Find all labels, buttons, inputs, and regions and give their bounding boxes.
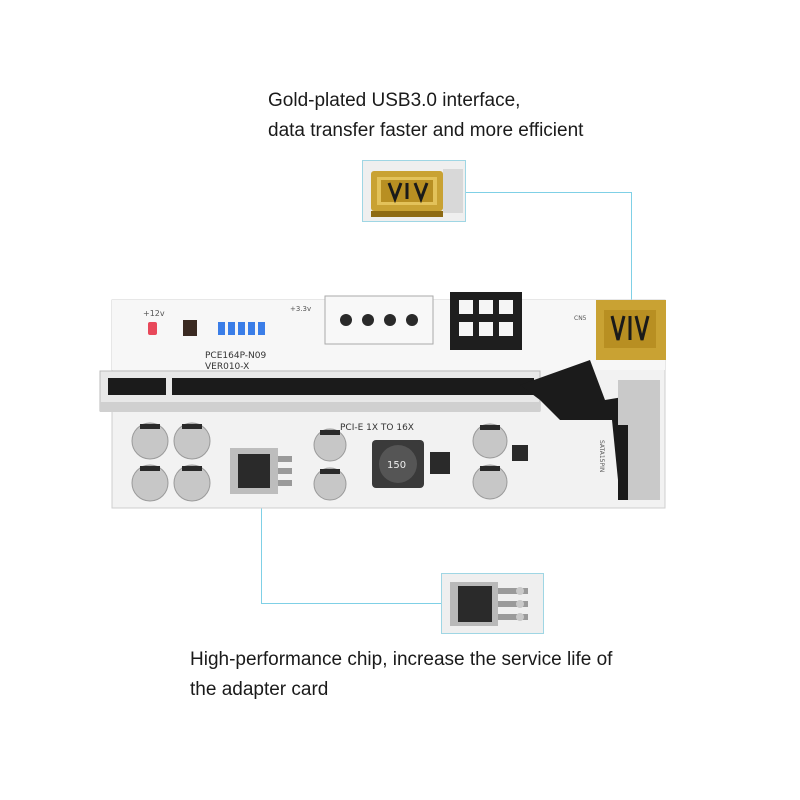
chip-leader-horizontal: [261, 603, 441, 604]
label-model: PCE164P-N09: [205, 351, 267, 361]
usb-caption-line-2: data transfer faster and more efficient: [268, 120, 584, 141]
chip-caption-line-1: High-performance chip, increase the serv…: [190, 649, 613, 670]
blue-led-row: [218, 322, 265, 335]
chip-leader-vertical: [261, 480, 262, 604]
usb-leader-vertical: [631, 192, 632, 304]
label-3v3: +3.3v: [290, 305, 311, 313]
label-version: VER010-X: [205, 362, 249, 372]
usb-leader-horizontal: [464, 192, 632, 193]
usb-caption-line-1: Gold-plated USB3.0 interface,: [268, 90, 521, 111]
chip-caption: High-performance chip, increase the serv…: [190, 645, 612, 705]
label-inductor: 150: [387, 460, 406, 471]
capacitors: [131, 422, 508, 502]
label-cn5: CN5: [574, 315, 587, 322]
chip-caption-line-2: the adapter card: [190, 679, 329, 700]
label-pcie: PCI-E 1X TO 16X: [340, 423, 414, 433]
usb-port-closeup: [362, 160, 466, 222]
usb-caption: Gold-plated USB3.0 interface, data trans…: [268, 86, 583, 146]
label-12v: +12v: [143, 309, 165, 318]
regulator-chip-closeup: [441, 573, 544, 634]
label-sata: SATA15PIN: [598, 440, 605, 472]
